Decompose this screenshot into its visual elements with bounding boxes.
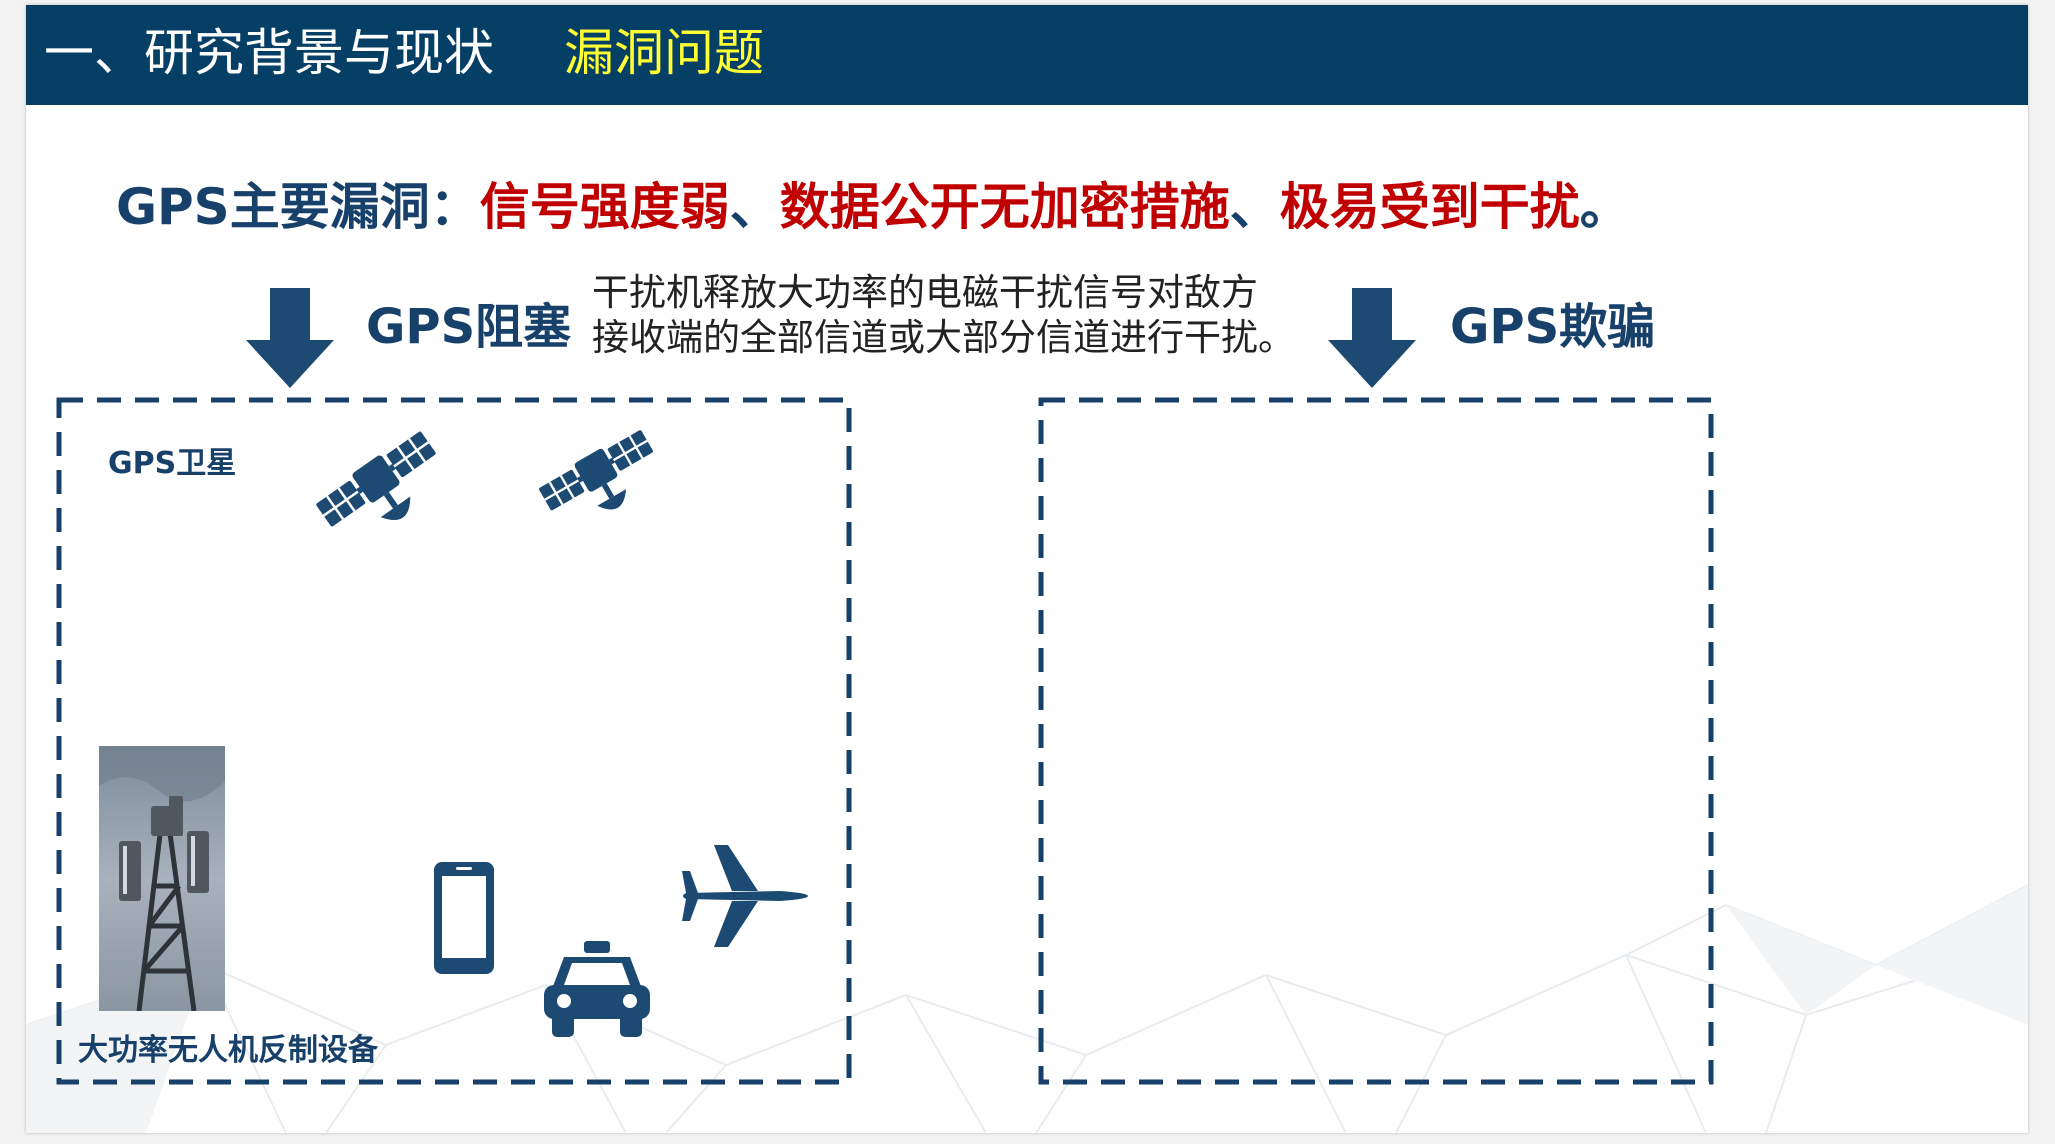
- period: 。: [1579, 178, 1630, 236]
- description-line: 干扰机释放大功率的电磁干扰信号对敌方: [592, 271, 1258, 314]
- blocking-diagram-frame: [56, 397, 852, 1085]
- header-bar: 一、研究背景与现状 漏洞问题: [26, 5, 2028, 105]
- page-title: 一、研究背景与现状: [44, 24, 494, 82]
- vulnerability-item: 数据公开无加密措施: [779, 178, 1230, 236]
- section-subtitle: 漏洞问题: [564, 24, 764, 82]
- separator: 、: [1229, 178, 1280, 236]
- description-line: 接收端的全部信道或大部分信道进行干扰。: [592, 316, 1295, 359]
- vulnerability-item: 信号强度弱: [479, 178, 730, 236]
- airplane-icon: [682, 845, 808, 947]
- smartphone-icon: [434, 862, 494, 974]
- jammer-tower-photo: [99, 746, 225, 1011]
- spoofing-title: GPS欺骗: [1450, 299, 1656, 355]
- vulnerability-item: 极易受到干扰: [1279, 178, 1580, 236]
- satellite-icon: [539, 430, 653, 511]
- slide: 一、研究背景与现状 漏洞问题 GPS主要漏洞：信号强度弱、数据公开无加密措施、极…: [26, 5, 2028, 1133]
- taxi-icon: [544, 941, 650, 1037]
- vulnerability-prefix: GPS主要漏洞：: [116, 178, 480, 236]
- satellite-icon: [316, 431, 436, 527]
- separator: 、: [729, 178, 780, 236]
- device-label: 大功率无人机反制设备: [78, 1033, 378, 1068]
- blocking-title: GPS阻塞: [366, 299, 572, 355]
- spoofing-diagram-frame: [1038, 397, 1714, 1085]
- vulnerability-headline: GPS主要漏洞：信号强度弱、数据公开无加密措施、极易受到干扰。: [116, 175, 1630, 239]
- background-mesh: [26, 884, 2028, 1133]
- satellite-label: GPS卫星: [108, 446, 237, 481]
- down-arrow-icon: [1328, 288, 1416, 388]
- down-arrow-icon: [246, 288, 334, 388]
- blocking-description: 干扰机释放大功率的电磁干扰信号对敌方 接收端的全部信道或大部分信道进行干扰。: [592, 270, 1295, 360]
